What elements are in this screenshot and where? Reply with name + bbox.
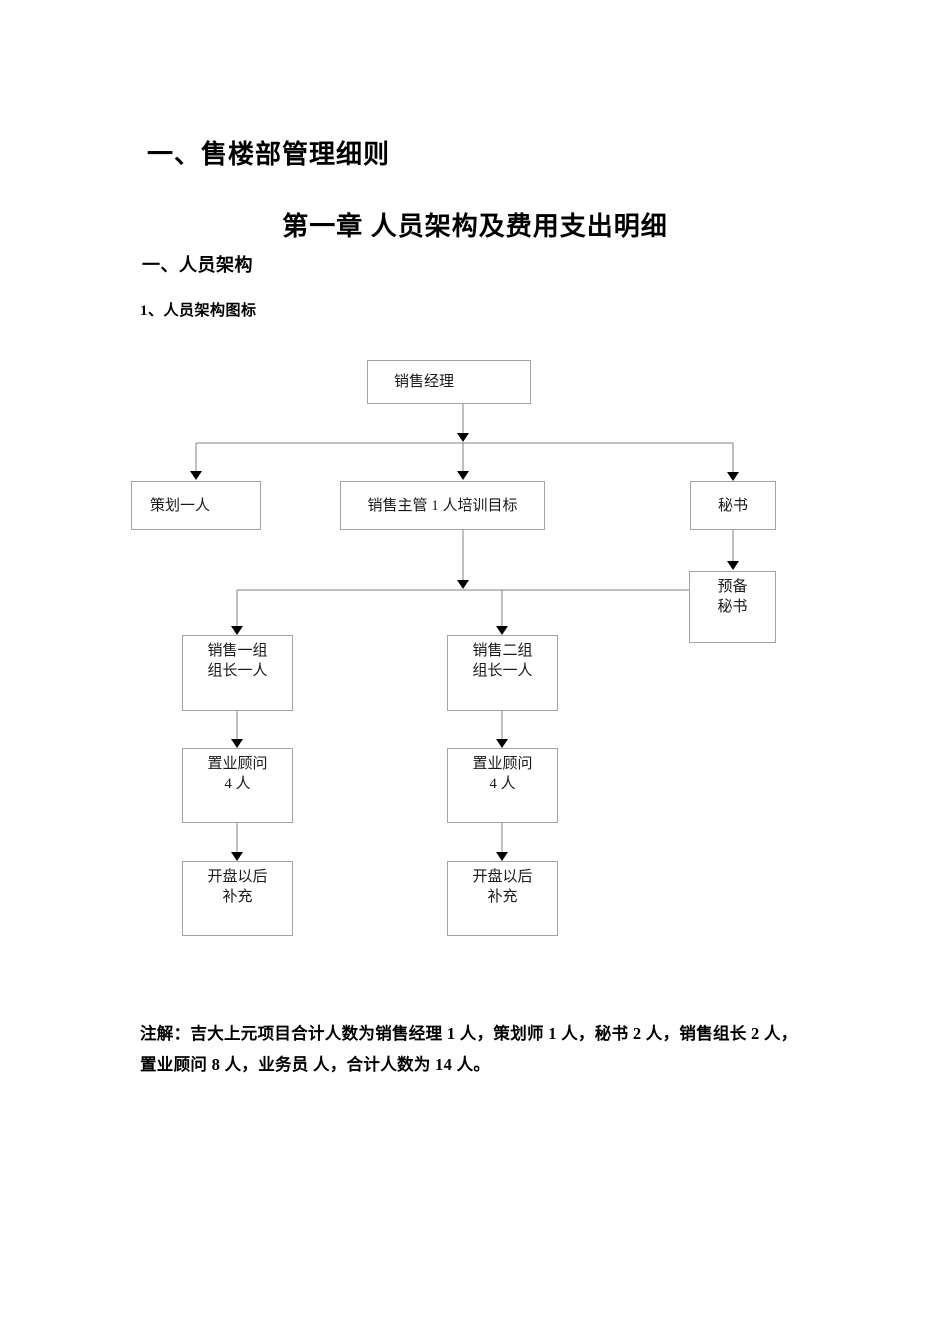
note-paragraph: 注解：吉大上元项目合计人数为销售经理 1 人，策划师 1 人，秘书 2 人，销售… [140,1018,860,1080]
org-box-team1-backfill: 开盘以后 补充 [182,861,293,936]
org-box-sales-supervisor: 销售主管 1 人培训目标 [340,481,545,530]
org-box-sales-team2-leader: 销售二组 组长一人 [447,635,558,711]
org-box-reserve-secretary: 预备 秘书 [689,571,776,643]
chapter-title: 第一章 人员架构及费用支出明细 [282,212,668,241]
org-box-planner: 策划一人 [131,481,261,530]
org-box-sales-team1-leader: 销售一组 组长一人 [182,635,293,711]
org-box-team2-consultants: 置业顾问 4 人 [447,748,558,823]
section-heading: 一、人员架构 [142,255,253,275]
subsection-heading: 1、人员架构图标 [140,303,257,319]
page-title: 一、售楼部管理细则 [147,140,391,169]
org-box-sales-manager: 销售经理 [367,360,531,404]
note-line-2: 置业顾问 8 人，业务员 人，合计人数为 14 人。 [140,1055,491,1074]
org-box-team1-consultants: 置业顾问 4 人 [182,748,293,823]
org-box-secretary: 秘书 [690,481,776,530]
note-line-1: 注解：吉大上元项目合计人数为销售经理 1 人，策划师 1 人，秘书 2 人，销售… [140,1024,798,1043]
org-box-team2-backfill: 开盘以后 补充 [447,861,558,936]
